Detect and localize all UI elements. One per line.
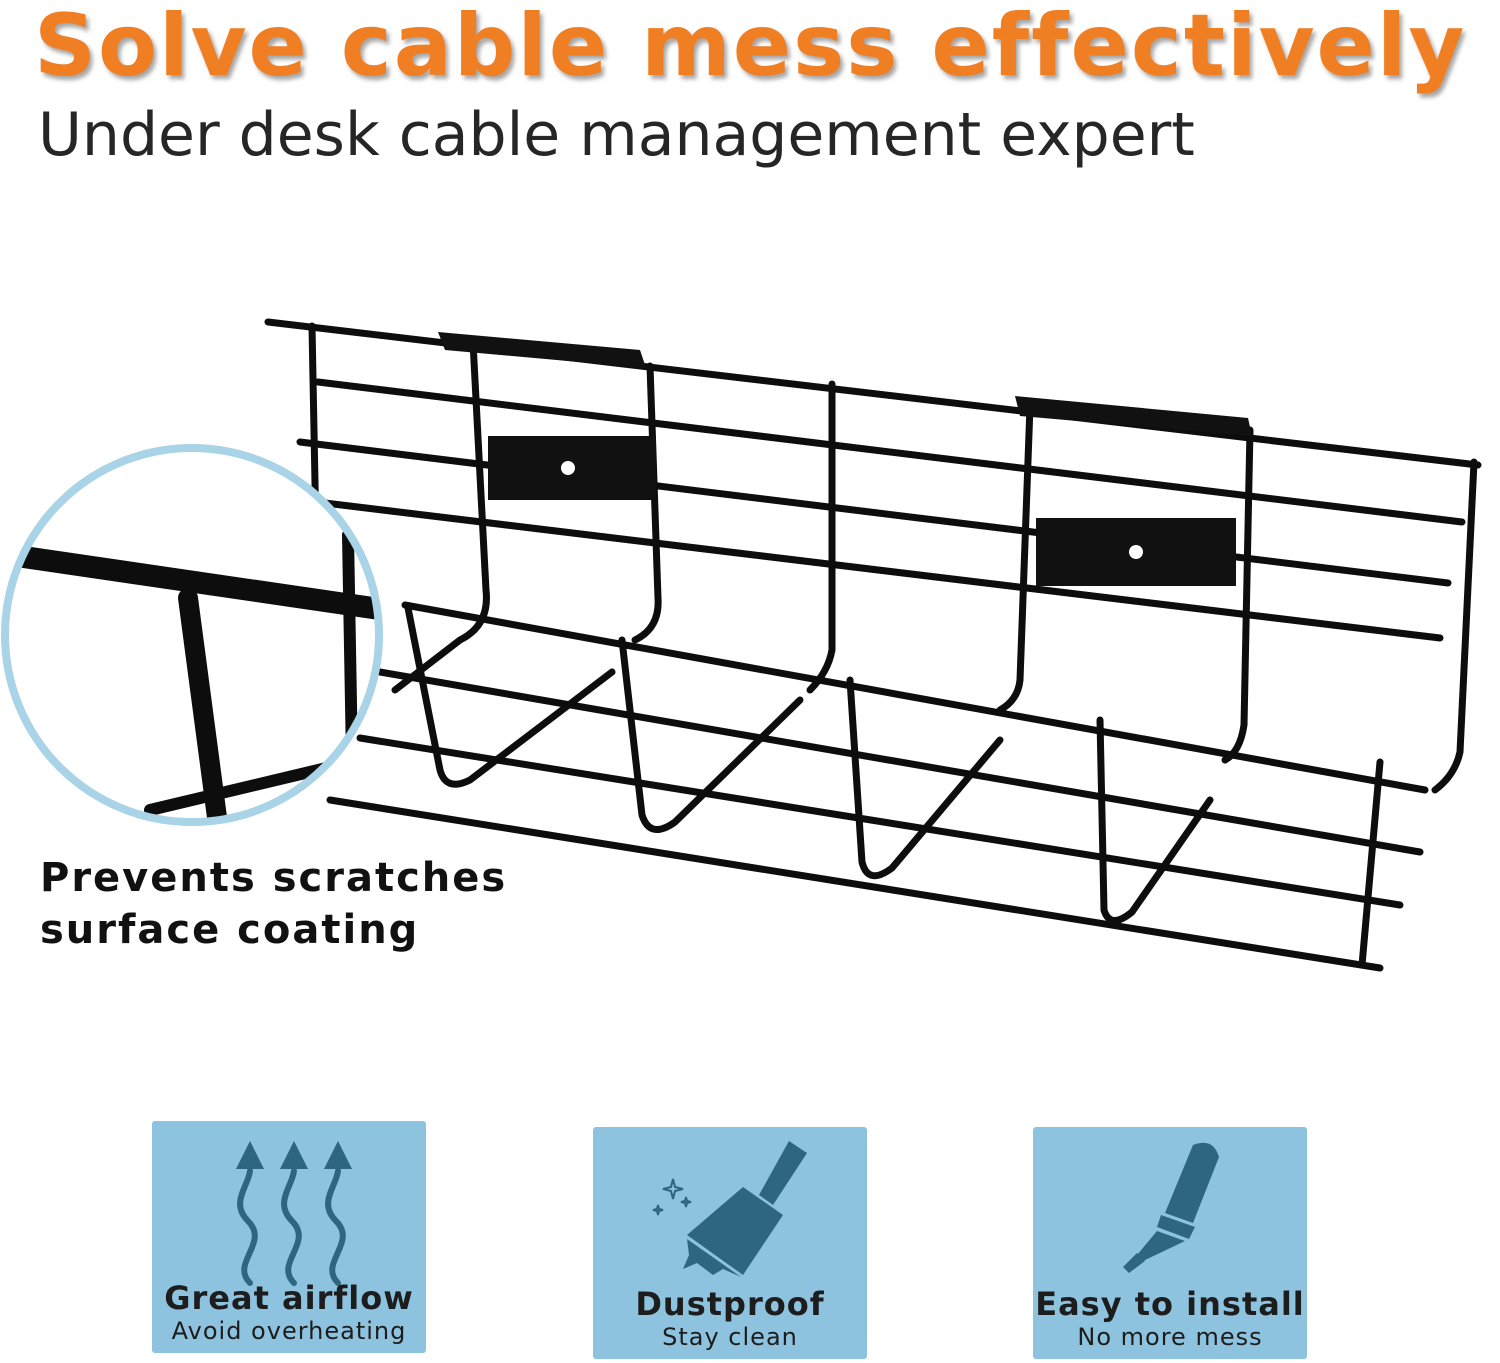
callout-line-2: surface coating (40, 907, 420, 953)
feature-subtitle: No more mess (1077, 1323, 1263, 1351)
cable-tray-image (1, 318, 1482, 972)
feature-dustproof: Dustproof Stay clean (593, 1127, 867, 1359)
coating-callout: Prevents scratches surface coating (40, 852, 507, 956)
brush-icon (652, 1141, 807, 1277)
feature-title: Dustproof (635, 1285, 825, 1323)
feature-easy-install: Easy to install No more mess (1033, 1127, 1307, 1359)
callout-line-1: Prevents scratches (40, 855, 508, 901)
feature-title: Great airflow (164, 1279, 414, 1317)
airflow-arrows-icon (236, 1141, 352, 1286)
feature-airflow: Great airflow Avoid overheating (152, 1121, 426, 1353)
screwdriver-icon (1123, 1142, 1219, 1273)
feature-subtitle: Stay clean (662, 1323, 798, 1351)
zoom-detail-circle (1, 444, 383, 826)
subheadline: Under desk cable management expert (38, 100, 1195, 170)
headline: Solve cable mess effectively (34, 0, 1467, 96)
feature-subtitle: Avoid overheating (171, 1317, 407, 1345)
feature-title: Easy to install (1035, 1285, 1305, 1323)
